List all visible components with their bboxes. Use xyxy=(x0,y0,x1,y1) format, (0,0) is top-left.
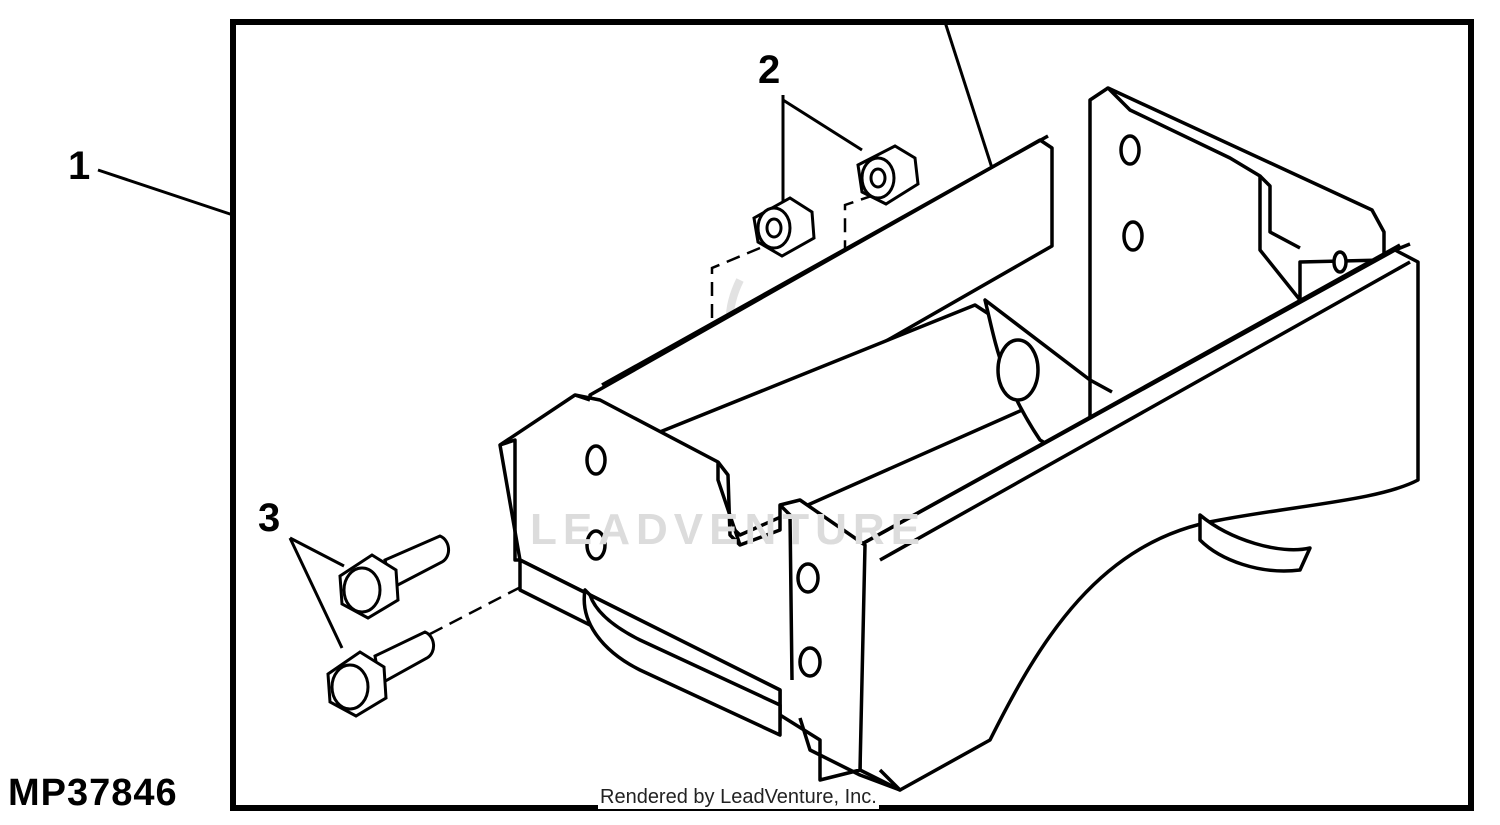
leader-line-2b xyxy=(782,98,863,152)
callout-1: 1 xyxy=(68,144,91,188)
watermark-text: LEADVENTURE xyxy=(530,505,927,554)
flange-nut-2 xyxy=(856,144,920,206)
flange-nut-1 xyxy=(752,196,816,258)
leader-line-3a xyxy=(289,536,345,568)
mounting-bracket xyxy=(498,86,1420,792)
flange-bolt-1 xyxy=(338,534,450,620)
callout-3: 3 xyxy=(258,496,281,540)
figure-id: MP37846 xyxy=(8,772,178,814)
leader-line-3b xyxy=(288,537,344,649)
flange-bolt-2 xyxy=(326,630,435,718)
leader-line-main xyxy=(943,21,994,169)
leader-lines xyxy=(97,21,994,649)
callout-2: 2 xyxy=(758,48,781,92)
leader-line-1 xyxy=(97,168,234,217)
render-credit: Rendered by LeadVenture, Inc. xyxy=(598,786,879,809)
